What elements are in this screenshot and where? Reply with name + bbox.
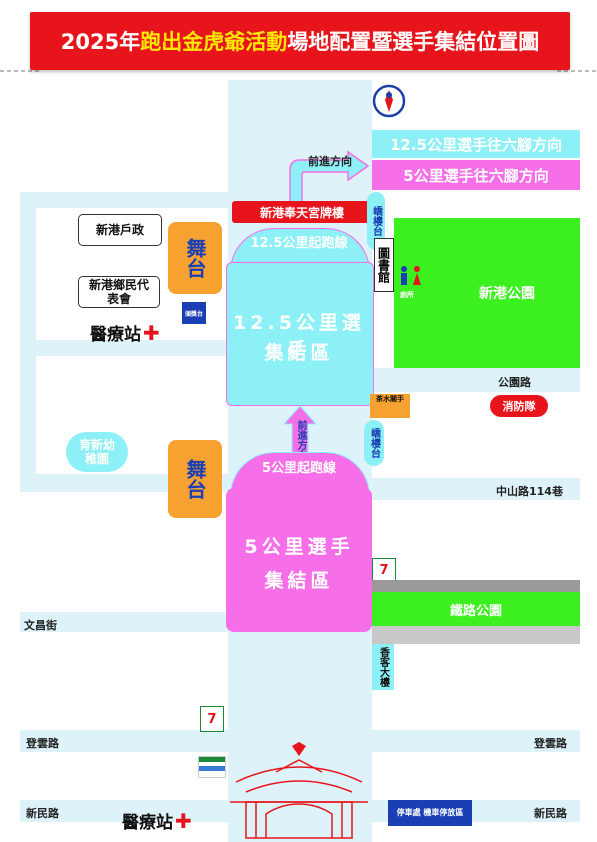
rep-council: 新港鄉民代表會: [78, 276, 160, 308]
banner-rope-left: [0, 70, 40, 72]
start-line-125-label: 12.5公里起跑線: [250, 236, 348, 251]
dengyun-road: [20, 730, 580, 752]
parking-notice: 停車處 機車停放區: [388, 800, 472, 826]
gathering-zone-125: [226, 262, 374, 406]
xingang-park: 新港公園: [394, 218, 580, 368]
temple-illustration-icon: [230, 742, 368, 839]
road-dengyun-right: 登雲路: [534, 737, 567, 750]
gathering-zone-5: [226, 488, 372, 632]
stage-bottom: 舞台: [168, 440, 222, 518]
pilgrim-building: 香客大樓: [372, 644, 394, 690]
seven-eleven-left-icon: 7: [200, 706, 224, 732]
pedestrian-bridge-mid: 嶠樓台: [364, 420, 384, 466]
wenchang-road: [20, 612, 230, 632]
forward-label-mid: 前進方向: [295, 420, 306, 460]
gathering-125-line2: 集結區: [264, 342, 334, 364]
fire-brigade: 消防隊: [490, 395, 548, 417]
family-mart-icon: [198, 756, 226, 778]
left-road-top: [20, 192, 230, 208]
red-cross-icon: ✚: [175, 808, 192, 833]
stage-top: 舞台: [168, 222, 222, 294]
pedestrian-bridge-top: 嶠樓台: [367, 192, 385, 250]
gongyuan-road: [372, 368, 580, 392]
road-wenchang: 文昌街: [24, 619, 57, 632]
railway-park: 鐵路公園: [372, 592, 580, 626]
sign-125-direction: 12.5公里選手往六腳方向: [372, 130, 580, 158]
medical-station-bottom: 醫療站✚: [122, 808, 192, 834]
gathering-5-line1: 5公里選手: [244, 536, 354, 558]
gathering-5-line2: 集結區: [264, 570, 334, 592]
forward-label-top: 前進方向: [308, 155, 352, 168]
sign-5-direction: 5公里選手往六腳方向: [372, 160, 580, 190]
railway-park-gray-top: [372, 580, 580, 592]
temple-gate-banner: 新港奉天宮牌樓: [232, 201, 372, 223]
zhongshan-road: [372, 478, 580, 500]
medical-station-top: 醫療站✚: [90, 320, 160, 346]
title-banner: 2025年跑出金虎爺活動場地配置暨選手集結位置圖: [30, 12, 570, 70]
tea-station: 茶水關手: [370, 394, 410, 418]
red-cross-icon: ✚: [143, 320, 160, 345]
railway-park-gray-bottom: [372, 626, 580, 644]
forward-arrow-top-icon: [289, 150, 370, 204]
road-dengyun-left: 登雲路: [26, 737, 59, 750]
road-xinmin-right: 新民路: [534, 807, 567, 820]
road-xinmin-left: 新民路: [26, 807, 59, 820]
start-line-5-label: 5公里起跑線: [261, 461, 337, 476]
page-title: 2025年跑出金虎爺活動場地配置暨選手集結位置圖: [60, 30, 540, 54]
banner-rope-right: [557, 70, 597, 72]
road-zhongshan: 中山路114巷: [496, 485, 563, 498]
award-stand: 頒獎台: [182, 302, 206, 324]
kindergarten: 育新幼稚園: [66, 432, 128, 472]
temple-logo-icon: [372, 84, 406, 118]
toilet-label: 廁所: [400, 291, 414, 299]
seven-eleven-right-icon: 7: [372, 558, 396, 582]
library: 圖書館: [374, 238, 394, 292]
toilet-icon: [401, 266, 421, 285]
left-road-mid: [20, 340, 230, 356]
road-gongyuan: 公園路: [498, 376, 531, 389]
gathering-125-line1: 12.5公里選手: [233, 312, 365, 361]
household-office: 新港戶政: [78, 214, 162, 246]
